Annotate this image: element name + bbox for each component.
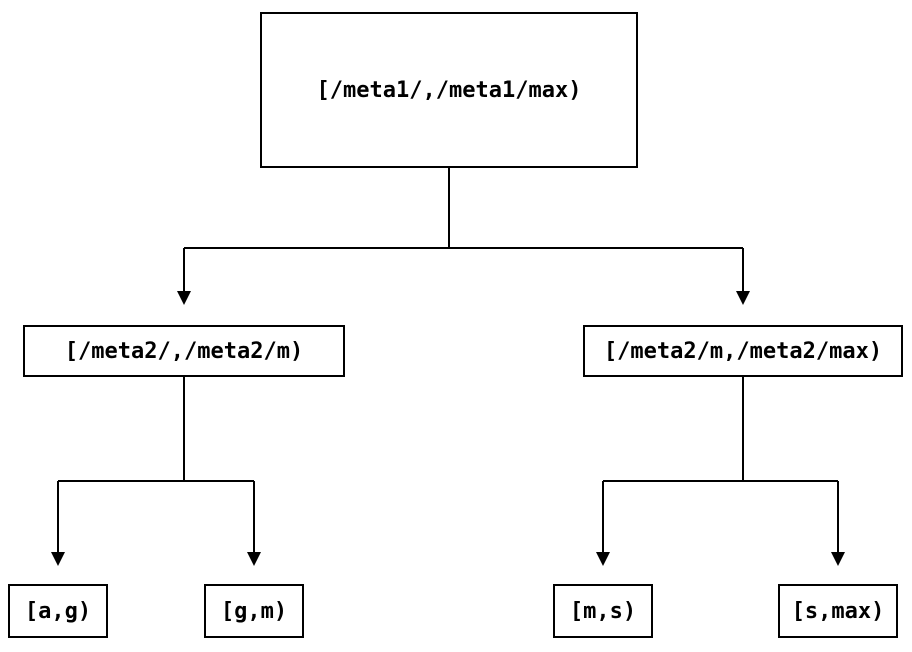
node-root: [/meta1/,/meta1/max) [260, 12, 638, 168]
node-meta2-high: [/meta2/m,/meta2/max) [583, 325, 903, 377]
node-leaf-smax: [s,max) [778, 584, 898, 638]
node-leaf-gm: [g,m) [204, 584, 304, 638]
edge-meta2low-children [51, 377, 261, 566]
edge-root-children [177, 168, 750, 305]
arrowhead-down-icon [596, 552, 610, 566]
node-leaf-ag: [a,g) [8, 584, 108, 638]
arrowhead-down-icon [736, 291, 750, 305]
arrowhead-down-icon [177, 291, 191, 305]
node-meta2-low: [/meta2/,/meta2/m) [23, 325, 345, 377]
arrowhead-down-icon [51, 552, 65, 566]
arrowhead-down-icon [831, 552, 845, 566]
edge-meta2high-children [596, 377, 845, 566]
node-leaf-ms: [m,s) [553, 584, 653, 638]
arrowhead-down-icon [247, 552, 261, 566]
